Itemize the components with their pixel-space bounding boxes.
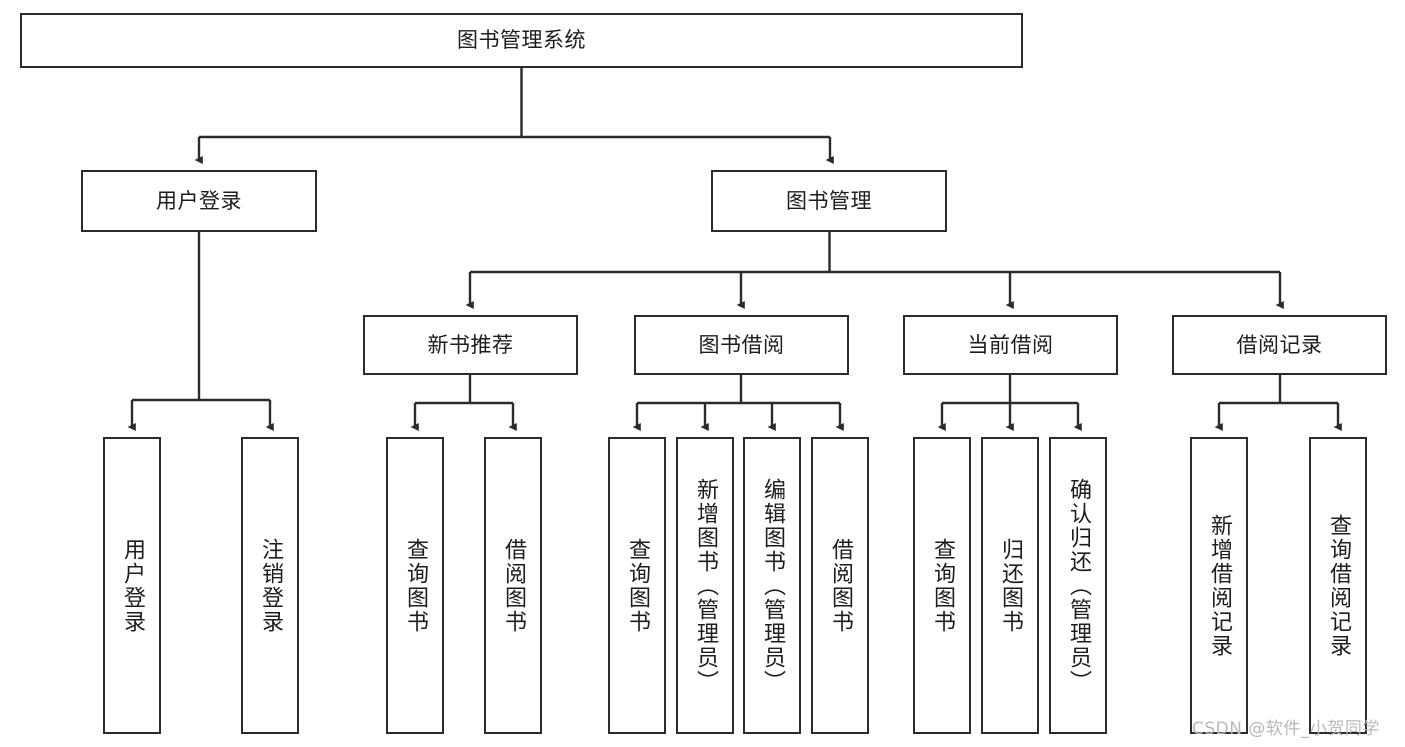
leaf-borrow-book-recommend-label: 借阅图书 <box>501 537 526 634</box>
leaf-return-book[interactable]: 归还图书 <box>981 437 1039 734</box>
node-root-label: 图书管理系统 <box>457 28 586 53</box>
leaf-query-borrow-record[interactable]: 查询借阅记录 <box>1309 437 1367 734</box>
leaf-query-book-recommend-label: 查询图书 <box>403 537 428 634</box>
node-user-login[interactable]: 用户登录 <box>81 170 317 232</box>
leaf-edit-book-admin-label: 编辑图书（管理员） <box>760 477 785 694</box>
node-root[interactable]: 图书管理系统 <box>20 13 1023 68</box>
leaf-logout[interactable]: 注销登录 <box>241 437 299 734</box>
leaf-confirm-return-admin[interactable]: 确认归还（管理员） <box>1049 437 1107 734</box>
leaf-add-book-admin[interactable]: 新增图书（管理员） <box>676 437 734 734</box>
leaf-edit-book-admin[interactable]: 编辑图书（管理员） <box>743 437 801 734</box>
leaf-add-borrow-record-label: 新增借阅记录 <box>1207 513 1232 658</box>
node-borrow-record-label: 借阅记录 <box>1236 332 1323 357</box>
leaf-borrow-book[interactable]: 借阅图书 <box>811 437 869 734</box>
leaf-query-book-recommend[interactable]: 查询图书 <box>386 437 444 734</box>
node-book-borrow[interactable]: 图书借阅 <box>634 315 849 375</box>
node-book-management-label: 图书管理 <box>786 188 872 213</box>
leaf-query-borrow-record-label: 查询借阅记录 <box>1326 513 1351 658</box>
node-user-login-label: 用户登录 <box>156 188 242 213</box>
node-current-borrow[interactable]: 当前借阅 <box>903 315 1118 375</box>
node-current-borrow-label: 当前借阅 <box>967 332 1054 357</box>
leaf-add-book-admin-label: 新增图书（管理员） <box>693 477 718 694</box>
node-new-book-recommend[interactable]: 新书推荐 <box>363 315 578 375</box>
leaf-user-login-label: 用户登录 <box>120 537 145 634</box>
leaf-borrow-book-recommend[interactable]: 借阅图书 <box>484 437 542 734</box>
leaf-query-book-current[interactable]: 查询图书 <box>913 437 971 734</box>
leaf-query-book-borrow[interactable]: 查询图书 <box>608 437 666 734</box>
node-new-book-recommend-label: 新书推荐 <box>427 332 514 357</box>
node-book-management[interactable]: 图书管理 <box>711 170 947 232</box>
leaf-return-book-label: 归还图书 <box>998 537 1023 634</box>
leaf-borrow-book-label: 借阅图书 <box>828 537 853 634</box>
leaf-user-login[interactable]: 用户登录 <box>103 437 161 734</box>
watermark: CSDN @软件_小贺同学 <box>1192 719 1380 739</box>
leaf-query-book-borrow-label: 查询图书 <box>625 537 650 634</box>
node-book-borrow-label: 图书借阅 <box>698 332 785 357</box>
node-borrow-record[interactable]: 借阅记录 <box>1172 315 1387 375</box>
leaf-add-borrow-record[interactable]: 新增借阅记录 <box>1190 437 1248 734</box>
leaf-logout-label: 注销登录 <box>258 537 283 634</box>
leaf-confirm-return-admin-label: 确认归还（管理员） <box>1066 477 1091 694</box>
leaf-query-book-current-label: 查询图书 <box>930 537 955 634</box>
